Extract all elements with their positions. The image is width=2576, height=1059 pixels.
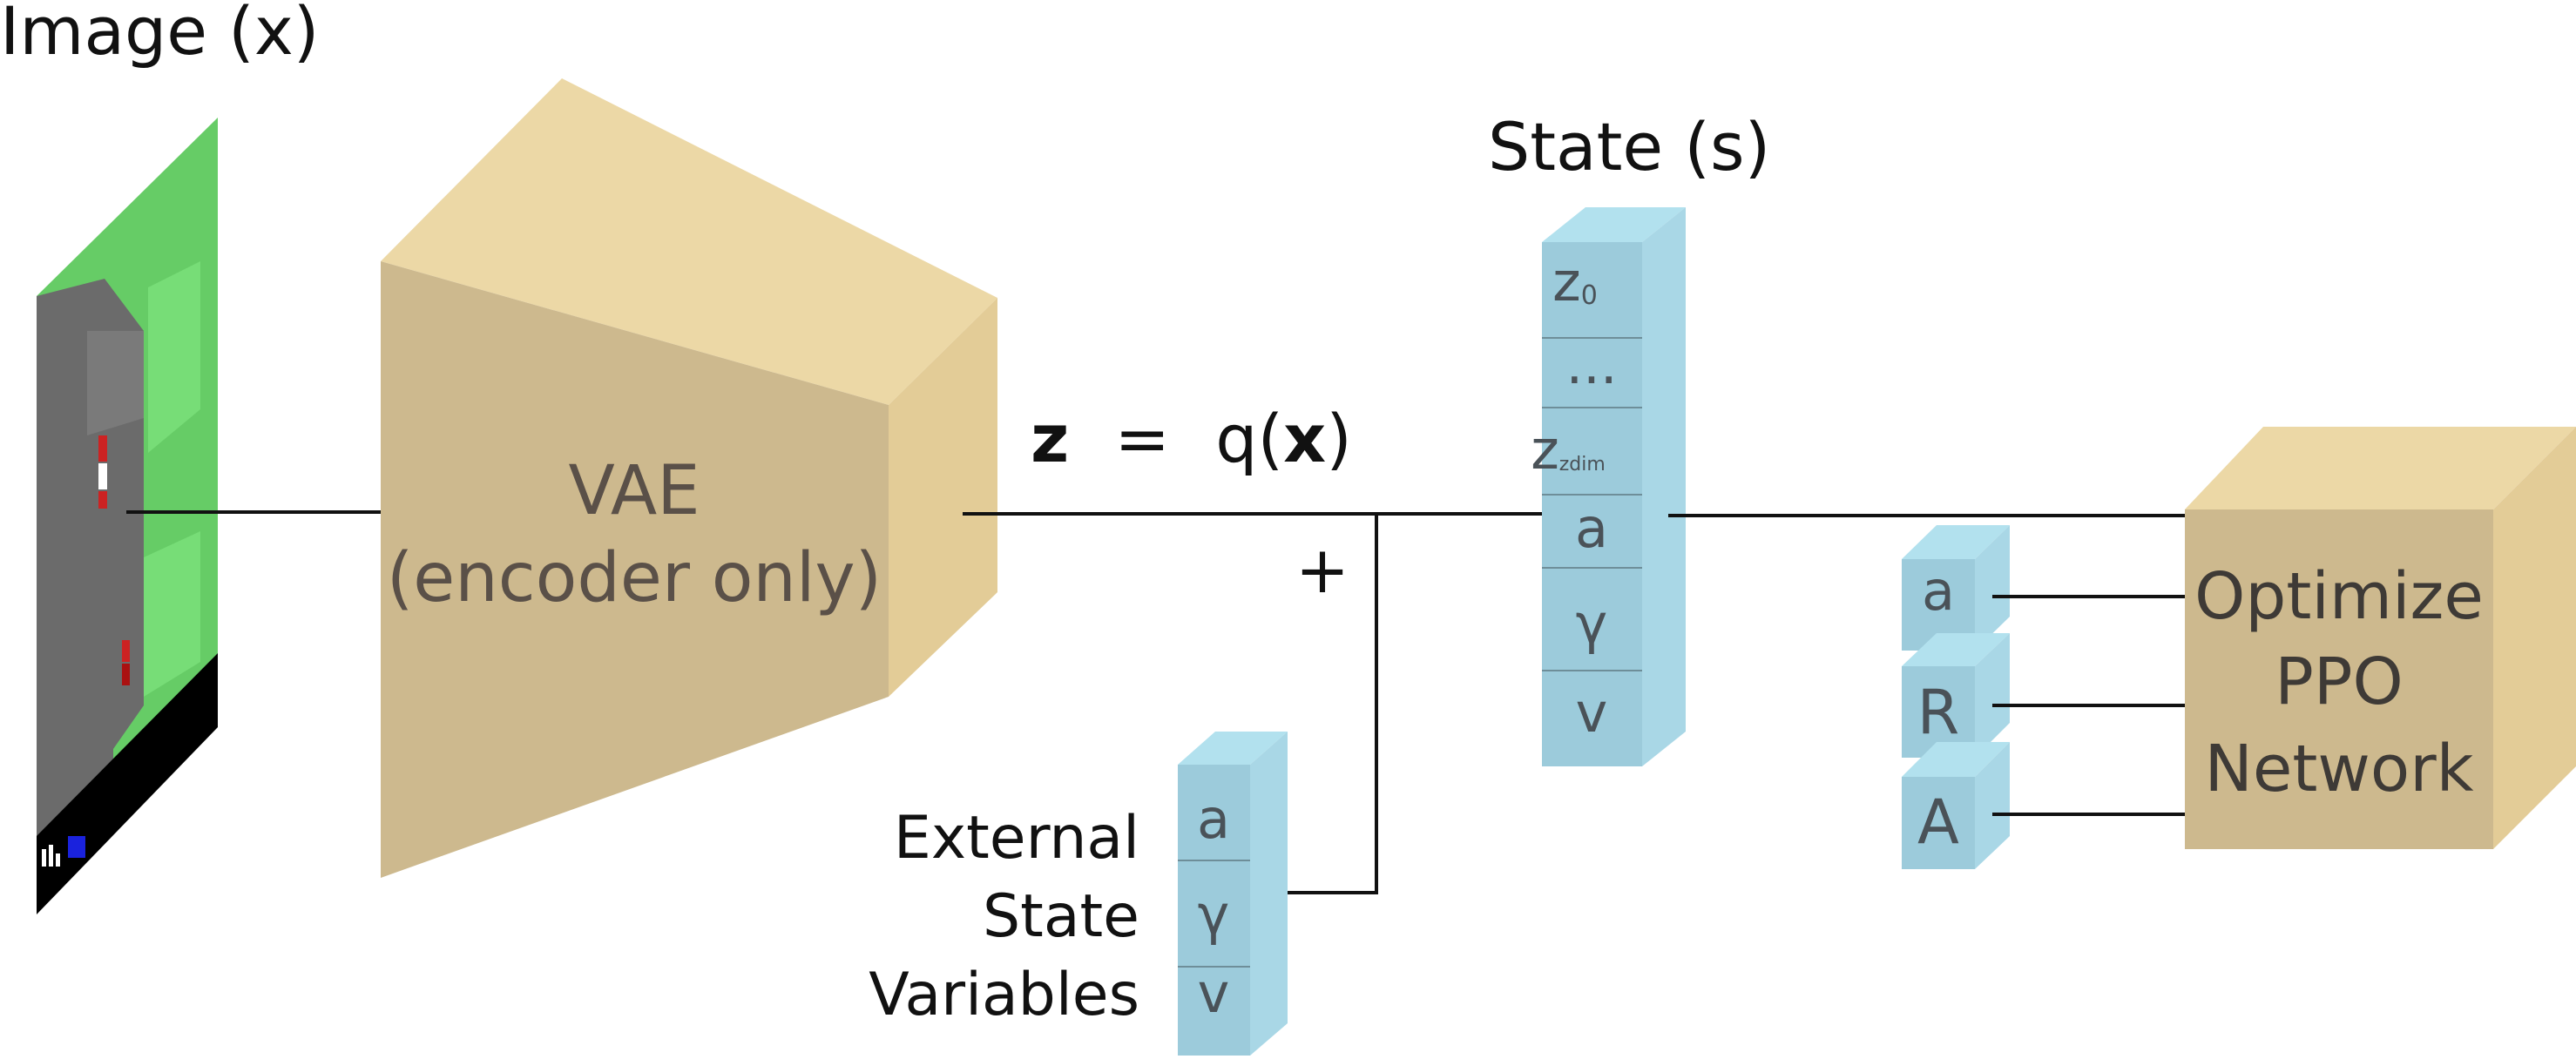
ppo-network-block (2185, 427, 2576, 849)
plus-sign: + (1295, 533, 1349, 608)
connector-external-state (1268, 514, 1378, 894)
ppo-label-line1: Optimize (2194, 559, 2484, 634)
state-cell-z0: z0 (1552, 250, 1598, 314)
state-cell-v: v (1576, 681, 1608, 745)
image-label: Image (x) (0, 0, 319, 70)
state-cell-zdim-sub: zdim (1559, 454, 1606, 476)
ppo-input-r-label: R (1917, 677, 1960, 748)
vae-label: VAE (568, 452, 700, 530)
state-cell-zdim-main: z (1531, 418, 1559, 482)
state-cell-ellipsis: ... (1565, 333, 1617, 396)
state-cell-a: a (1575, 496, 1608, 560)
eq-q: q( (1215, 400, 1283, 477)
ppo-input-adv-label: A (1917, 786, 1959, 858)
state-cell-gamma: γ (1576, 592, 1608, 656)
eq-z: z (1031, 400, 1069, 477)
eq-x: x (1283, 400, 1326, 477)
external-vector-block (1178, 732, 1288, 1056)
state-cell-z0-sub: 0 (1581, 280, 1598, 311)
external-label-line3: Variables (869, 961, 1139, 1029)
external-cell-gamma: γ (1198, 883, 1230, 947)
external-label-line2: State (983, 882, 1139, 951)
game-image (37, 118, 218, 914)
latent-equation: z = q(x) (1031, 400, 1352, 477)
external-label-line1: External (894, 804, 1139, 873)
ppo-label-line3: Network (2205, 732, 2474, 806)
vae-encoder-block (381, 78, 997, 878)
state-label: State (s) (1488, 108, 1770, 185)
ppo-input-a-label: a (1922, 559, 1955, 623)
vae-sublabel: (encoder only) (387, 539, 882, 617)
state-cell-zdim: zzdim (1531, 418, 1606, 482)
state-cell-z0-main: z (1552, 250, 1581, 314)
eq-equals: = (1114, 400, 1170, 477)
ppo-input-a-cube (1902, 525, 2010, 651)
eq-close: ) (1326, 400, 1352, 477)
ppo-input-adv-cube (1902, 742, 2010, 869)
state-vector-block (1542, 207, 1686, 766)
external-cell-v: v (1198, 961, 1230, 1025)
ppo-label-line2: PPO (2275, 644, 2404, 719)
external-cell-a: a (1197, 787, 1230, 851)
